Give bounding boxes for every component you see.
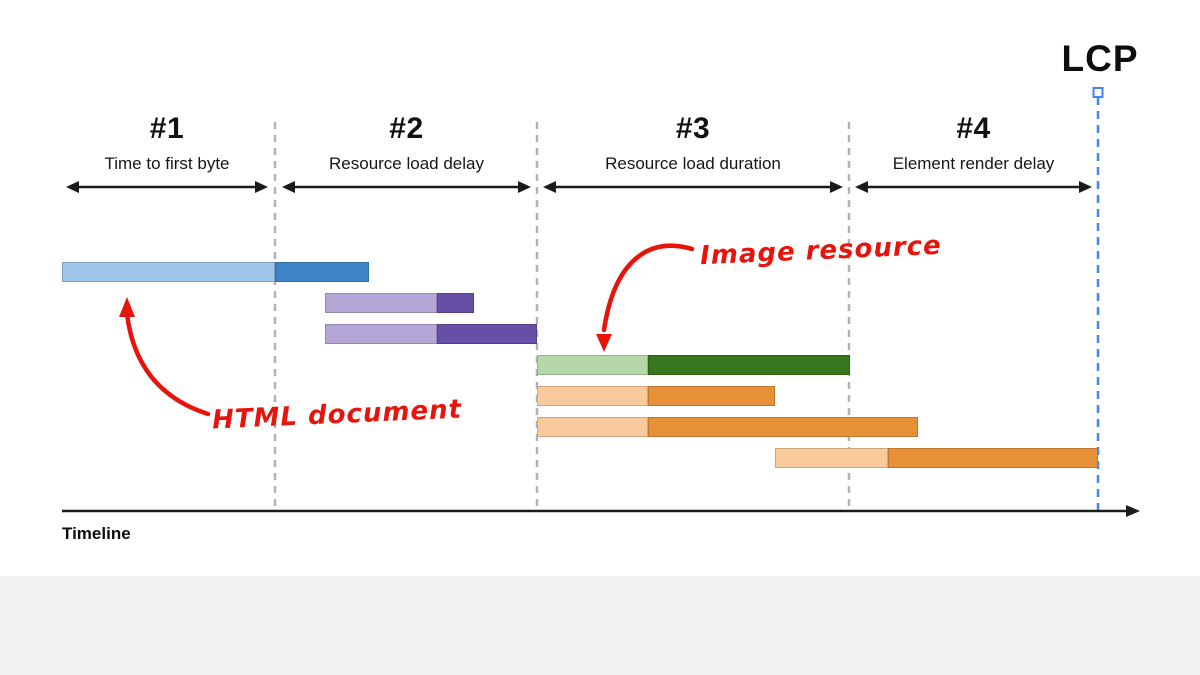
phase-2-arrowhead-left — [282, 181, 295, 193]
annotation-arrowhead-1 — [119, 297, 135, 317]
bar-stylesheet-dark-segment — [437, 324, 537, 344]
phase-4-arrowhead-right — [1079, 181, 1092, 193]
phase-3-header: #3 Resource load duration — [605, 112, 781, 174]
bar-image — [537, 355, 850, 375]
bar-stylesheet — [325, 324, 537, 344]
phase-4-label: Element render delay — [892, 153, 1055, 173]
timeline-axis-arrowhead — [1126, 505, 1140, 517]
bar-script-light-segment — [537, 417, 648, 437]
bar-stylesheet-light-segment — [325, 293, 437, 313]
bar-script — [775, 448, 1098, 468]
bar-stylesheet-light-segment — [325, 324, 437, 344]
lcp-label: LCP — [1061, 38, 1139, 79]
phase-3-arrowhead-right — [830, 181, 843, 193]
phase-3-number: #3 — [675, 112, 711, 145]
phase-2-label: Resource load delay — [329, 153, 484, 173]
bar-script-light-segment — [775, 448, 888, 468]
timeline-axis-label: Timeline — [62, 524, 131, 543]
phase-4-number: #4 — [956, 112, 991, 145]
phase-2-header: #2 Resource load delay — [329, 112, 484, 174]
bar-script-dark-segment — [648, 386, 775, 406]
legend-band: Document Stylesheet Script Image — [0, 576, 1200, 675]
phase-1-arrowhead-left — [66, 181, 79, 193]
bar-stylesheet-dark-segment — [437, 293, 474, 313]
annotation-arrowhead-0 — [596, 334, 612, 352]
phase-4-header: #4 Element render delay — [893, 112, 1055, 174]
annotation-arrow-curve-1 — [124, 311, 211, 417]
phase-2-number: #2 — [389, 112, 424, 145]
phase-1-number: #1 — [149, 112, 185, 145]
bar-document — [62, 262, 369, 282]
phase-3-label: Resource load duration — [605, 153, 781, 173]
lcp-marker-square — [1092, 87, 1104, 98]
bar-stylesheet — [325, 293, 474, 313]
phase-1-label: Time to first byte — [104, 153, 230, 173]
bar-image-dark-segment — [648, 355, 850, 375]
bar-script-dark-segment — [888, 448, 1098, 468]
bar-script-light-segment — [537, 386, 648, 406]
phase-2-arrowhead-right — [518, 181, 531, 193]
bar-script — [537, 386, 775, 406]
bar-image-light-segment — [537, 355, 648, 375]
bar-script-dark-segment — [648, 417, 918, 437]
phase-3-arrowhead-left — [543, 181, 556, 193]
annotation-arrow-curve-0 — [601, 243, 695, 333]
phase-4-arrowhead-left — [855, 181, 868, 193]
phase-1-arrowhead-right — [255, 181, 268, 193]
bar-document-light-segment — [62, 262, 275, 282]
bar-script — [537, 417, 918, 437]
bar-document-dark-segment — [275, 262, 369, 282]
phase-1-header: #1 Time to first byte — [104, 112, 229, 174]
